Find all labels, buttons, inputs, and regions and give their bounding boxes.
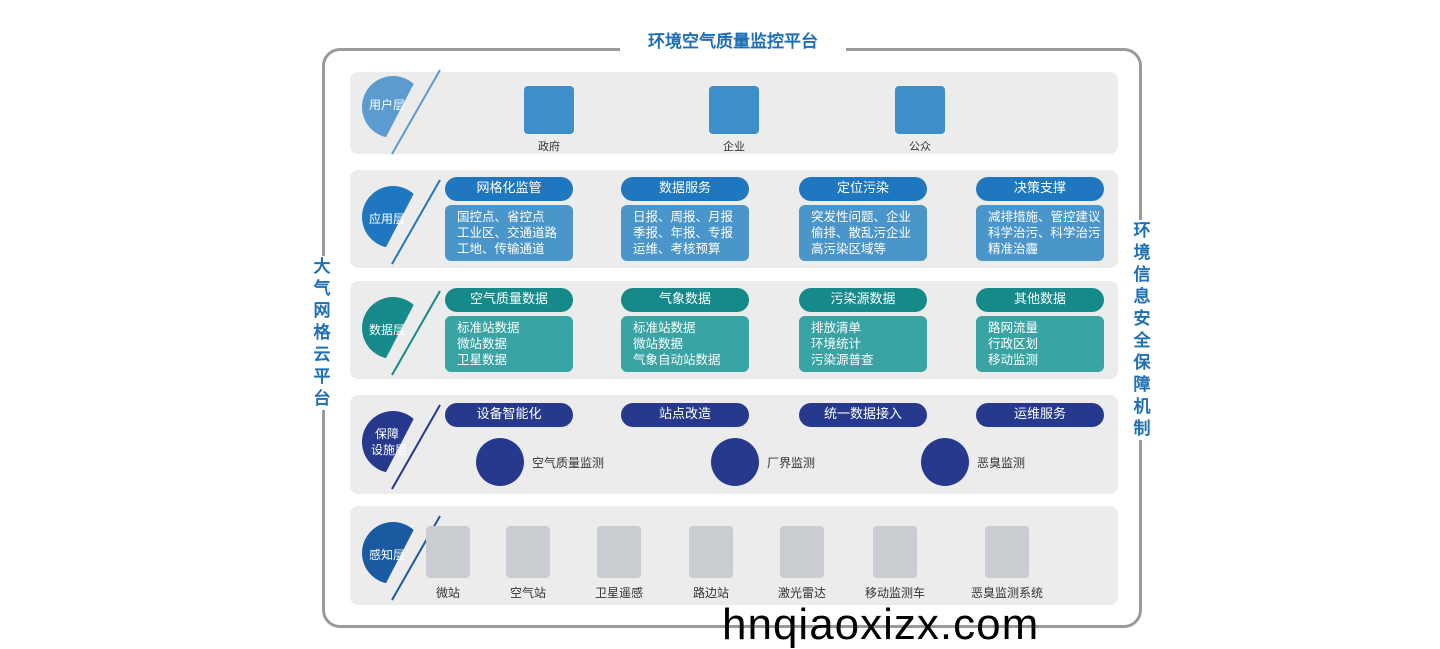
- column-line: 污染源普查: [811, 352, 874, 367]
- support-pill: 统一数据接入: [799, 403, 927, 427]
- column-line: 工业区、交通道路: [457, 225, 558, 240]
- user-enterprise: 企业: [699, 86, 769, 154]
- layer-label: 数据层: [362, 290, 441, 376]
- device-image: [873, 526, 917, 578]
- sensor-device: 空气站: [488, 526, 568, 601]
- leaf-icon: [476, 438, 524, 486]
- column-body: 标准站数据微站数据气象自动站数据: [621, 316, 749, 372]
- column-line: 科学治污、科学治污: [988, 225, 1101, 240]
- column-line: 路网流量: [988, 320, 1039, 335]
- column-line: 移动监测: [988, 352, 1039, 367]
- column-line: 标准站数据: [633, 320, 696, 335]
- column-line: 国控点、省控点: [457, 209, 545, 224]
- sensor-device: 恶臭监测系统: [967, 526, 1047, 601]
- house-icon: [524, 86, 574, 134]
- column-title: 定位污染: [799, 177, 927, 201]
- column-body: 日报、周报、月报季报、年报、专报运维、考核预算: [621, 205, 749, 261]
- watermark: hnqiaoxizx.com: [722, 600, 1040, 649]
- sensor-device: 移动监测车: [855, 526, 935, 601]
- column-line: 环境统计: [811, 336, 862, 351]
- column-line: 季报、年报、专报: [633, 225, 734, 240]
- device-image: [780, 526, 824, 578]
- column-body: 排放清单环境统计污染源普查: [799, 316, 927, 372]
- user-public: 公众: [885, 86, 955, 154]
- perception-layer: 感知层 微站空气站卫星遥感路边站激光雷达移动监测车恶臭监测系统: [350, 506, 1118, 605]
- column-title: 其他数据: [976, 288, 1104, 312]
- column-title: 气象数据: [621, 288, 749, 312]
- application-layer: 应用层 网格化监管国控点、省控点工业区、交通道路工地、传输通道数据服务日报、周报…: [350, 170, 1118, 268]
- data-layer: 数据层 空气质量数据标准站数据微站数据卫星数据气象数据标准站数据微站数据气象自动…: [350, 281, 1118, 379]
- column-line: 高污染区域等: [811, 241, 887, 256]
- sensor-device: 激光雷达: [762, 526, 842, 601]
- facility-item: 空气质量监测: [476, 438, 604, 486]
- cloud-icon: [921, 438, 969, 486]
- column-line: 精准治霾: [988, 241, 1039, 256]
- column-line: 工地、传输通道: [457, 241, 545, 256]
- layer-column: 决策支撑减排措施、管控建议科学治污、科学治污精准治霾: [976, 177, 1104, 261]
- layer-label: 用户层: [362, 69, 441, 155]
- device-image: [689, 526, 733, 578]
- user-government: 政府: [514, 86, 584, 154]
- column-line: 标准站数据: [457, 320, 520, 335]
- sensor-device: 卫星遥感: [579, 526, 659, 601]
- layer-column: 数据服务日报、周报、月报季报、年报、专报运维、考核预算: [621, 177, 749, 261]
- layer-column: 空气质量数据标准站数据微站数据卫星数据: [445, 288, 573, 372]
- layer-column: 污染源数据排放清单环境统计污染源普查: [799, 288, 927, 372]
- facility-item: 恶臭监测: [921, 438, 1025, 486]
- support-pill: 运维服务: [976, 403, 1104, 427]
- factory-icon: [711, 438, 759, 486]
- crowd-icon: [895, 86, 945, 134]
- column-line: 气象自动站数据: [633, 352, 721, 367]
- column-body: 突发性问题、企业偷排、散乱污企业高污染区域等: [799, 205, 927, 261]
- device-image: [426, 526, 470, 578]
- right-vertical-title: 环境信息安全保障机制: [1129, 220, 1155, 440]
- layer-label: 应用层: [362, 179, 441, 265]
- column-line: 微站数据: [633, 336, 684, 351]
- column-line: 运维、考核预算: [633, 241, 721, 256]
- column-line: 行政区划: [988, 336, 1039, 351]
- user-layer: 用户层 政府 企业 公众: [350, 69, 1118, 155]
- layer-column: 其他数据路网流量行政区划移动监测: [976, 288, 1104, 372]
- column-body: 减排措施、管控建议科学治污、科学治污精准治霾: [976, 205, 1104, 261]
- column-line: 排放清单: [811, 320, 862, 335]
- column-body: 国控点、省控点工业区、交通道路工地、传输通道: [445, 205, 573, 261]
- device-image: [597, 526, 641, 578]
- sensor-device: 微站: [408, 526, 488, 601]
- column-line: 突发性问题、企业: [811, 209, 912, 224]
- sensor-device: 路边站: [671, 526, 751, 601]
- support-pill: 站点改造: [621, 403, 749, 427]
- column-line: 日报、周报、月报: [633, 209, 734, 224]
- layer-column: 网格化监管国控点、省控点工业区、交通道路工地、传输通道: [445, 177, 573, 261]
- support-pill: 设备智能化: [445, 403, 573, 427]
- column-line: 减排措施、管控建议: [988, 209, 1101, 224]
- column-title: 空气质量数据: [445, 288, 573, 312]
- column-line: 偷排、散乱污企业: [811, 225, 912, 240]
- column-title: 数据服务: [621, 177, 749, 201]
- device-image: [506, 526, 550, 578]
- platform-title: 环境空气质量监控平台: [620, 30, 846, 54]
- support-layer: 保障 设施层 设备智能化 站点改造 统一数据接入 运维服务 空气质量监测 厂界监…: [350, 395, 1118, 494]
- facility-item: 厂界监测: [711, 438, 815, 486]
- factory-icon: [709, 86, 759, 134]
- column-line: 微站数据: [457, 336, 508, 351]
- layer-column: 定位污染突发性问题、企业偷排、散乱污企业高污染区域等: [799, 177, 927, 261]
- column-title: 决策支撑: [976, 177, 1104, 201]
- column-body: 路网流量行政区划移动监测: [976, 316, 1104, 372]
- layer-column: 气象数据标准站数据微站数据气象自动站数据: [621, 288, 749, 372]
- column-title: 网格化监管: [445, 177, 573, 201]
- left-vertical-title: 大气网格云平台: [309, 256, 335, 410]
- column-body: 标准站数据微站数据卫星数据: [445, 316, 573, 372]
- column-title: 污染源数据: [799, 288, 927, 312]
- layer-label: 保障 设施层: [362, 404, 441, 490]
- column-line: 卫星数据: [457, 352, 508, 367]
- device-image: [985, 526, 1029, 578]
